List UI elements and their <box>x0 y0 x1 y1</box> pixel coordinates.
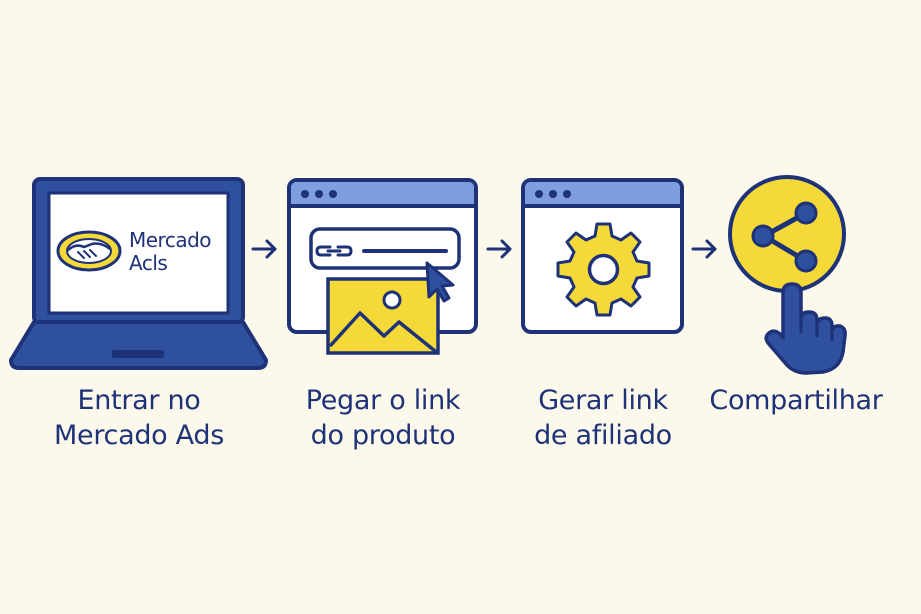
gear-icon <box>556 222 651 317</box>
logo-line-2: Acls <box>129 251 168 275</box>
step-3-label-line-2: de afiliado <box>534 420 672 451</box>
step-2-label-line-1: Pegar o link <box>305 385 461 416</box>
step-1-label-line-2: Mercado Ads <box>54 420 224 451</box>
step-1-label: Entrar no Mercado Ads <box>38 383 240 453</box>
step-4-label-line-1: Compartilhar <box>709 385 883 416</box>
logo-line-1: Mercado <box>129 228 212 252</box>
mercado-ads-logo-text: Mercado Acls <box>129 228 212 275</box>
share-icon <box>751 201 818 273</box>
step-1-label-line-1: Entrar no <box>77 385 201 416</box>
step-2-label-line-2: do produto <box>310 420 456 451</box>
step-3-label-line-1: Gerar link <box>538 385 668 416</box>
step-3-label: Gerar link de afiliado <box>518 383 688 453</box>
pointing-hand-icon <box>764 282 847 375</box>
step-4-label: Compartilhar <box>697 383 895 418</box>
step-2-label: Pegar o link do produto <box>290 383 476 453</box>
